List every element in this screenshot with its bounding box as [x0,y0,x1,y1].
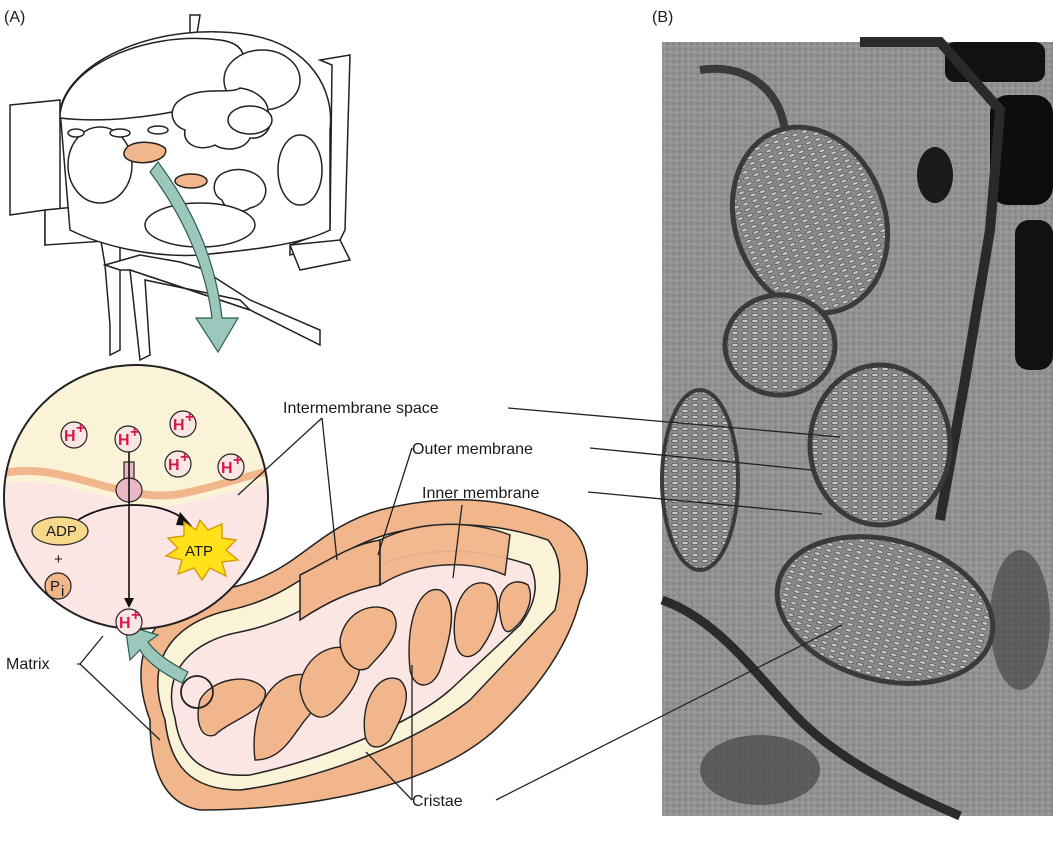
panel-a-label: (A) [4,9,25,26]
label-cristae: Cristae [412,793,463,810]
plus-sign: + [54,551,63,568]
svg-text:H: H [168,457,180,474]
label-matrix: Matrix [6,656,50,673]
svg-text:H: H [221,460,233,477]
svg-text:+: + [76,420,85,437]
atp-label: ATP [185,543,213,560]
svg-text:P: P [50,578,60,595]
svg-text:H: H [119,615,131,632]
svg-text:+: + [131,607,140,624]
svg-text:H: H [64,428,76,445]
svg-text:i: i [61,583,64,600]
label-outer-membrane: Outer membrane [412,441,533,458]
svg-text:+: + [130,424,139,441]
label-intermembrane-space: Intermembrane space [283,400,439,417]
svg-text:+: + [185,409,194,426]
svg-text:H: H [118,432,130,449]
electron-micrograph [662,42,1053,816]
phosphate-molecule: P i [45,573,71,600]
adp-molecule: ADP [32,517,88,545]
label-inner-membrane: Inner membrane [422,485,539,502]
plant-cell-drawing [10,15,350,360]
svg-text:H: H [173,417,185,434]
panel-b-label: (B) [652,9,673,26]
svg-text:+: + [233,452,242,469]
svg-text:+: + [180,449,189,466]
svg-text:ADP: ADP [46,523,77,540]
